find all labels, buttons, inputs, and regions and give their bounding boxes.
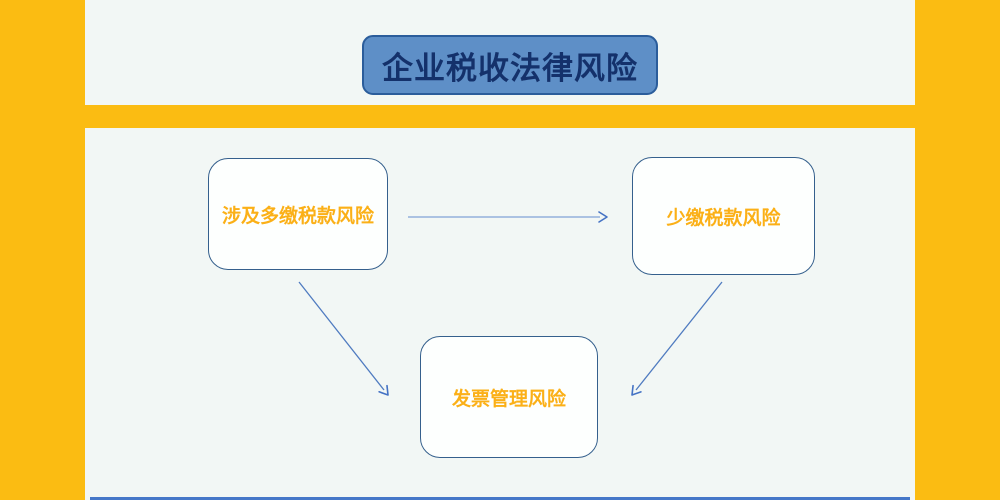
footer-accent-line <box>90 497 910 500</box>
node-underpay-tax-risk: 少缴税款风险 <box>632 157 815 275</box>
node-overpay-label: 涉及多缴税款风险 <box>221 205 374 227</box>
node-invoice-mgmt-risk: 发票管理风险 <box>420 336 598 458</box>
node-invoice-label: 发票管理风险 <box>451 388 566 410</box>
node-overpay-tax-risk: 涉及多缴税款风险 <box>208 158 388 270</box>
page-title: 企业税收法律风险 <box>382 50 638 86</box>
node-underpay-label: 少缴税款风险 <box>666 207 781 229</box>
title-banner: 企业税收法律风险 <box>362 35 658 95</box>
